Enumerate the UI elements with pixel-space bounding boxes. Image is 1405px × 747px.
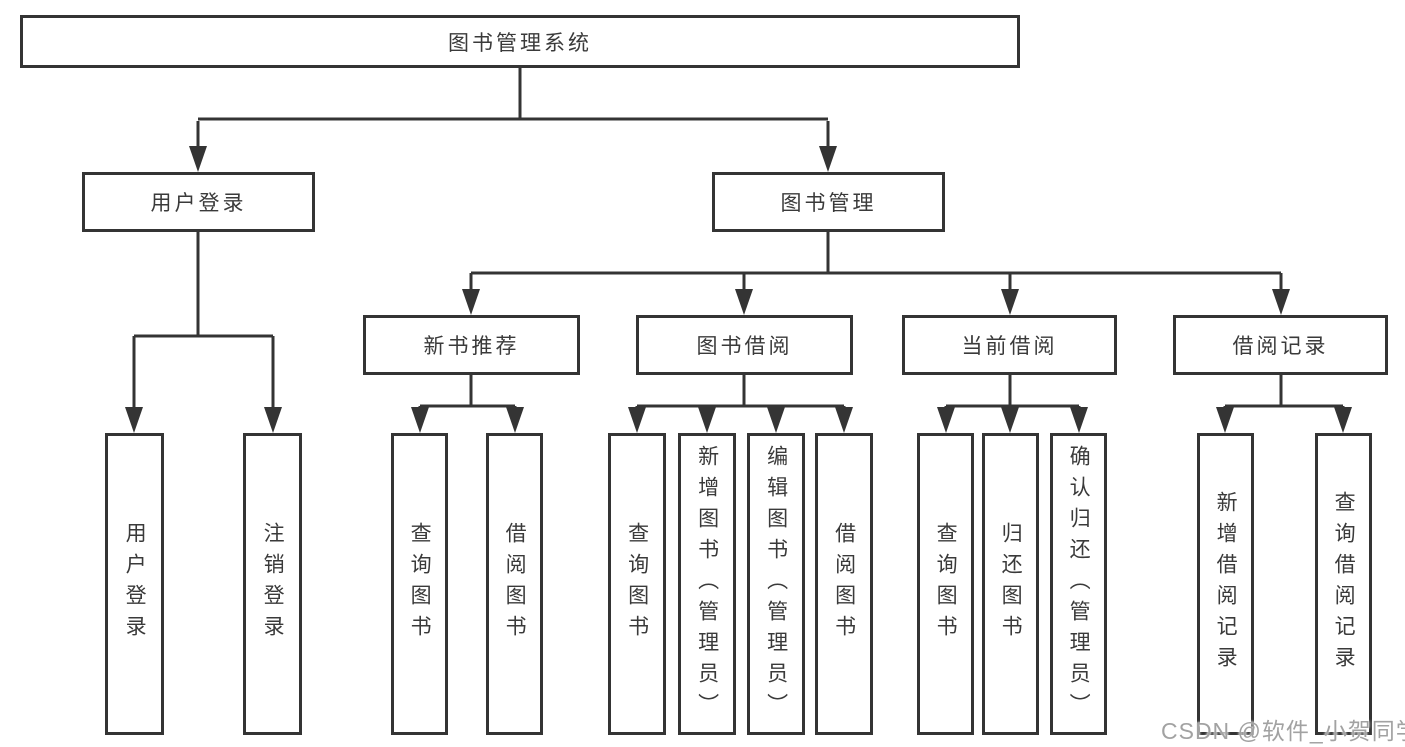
arrowhead	[628, 407, 646, 433]
arrowhead	[937, 407, 955, 433]
leaf-edit-books-admin: 编辑图书（管理员）	[747, 433, 805, 735]
connector-current-borrow-to-leaves	[944, 375, 1081, 412]
arrowhead	[411, 407, 429, 433]
connector-borrow-record-to-leaves	[1223, 375, 1345, 412]
leaf-add-borrow-record: 新增借阅记录	[1197, 433, 1254, 735]
node-book-borrowing: 图书借阅	[636, 315, 853, 375]
leaf-confirm-return-admin: 确认归还（管理员）	[1050, 433, 1107, 735]
arrowhead	[767, 407, 785, 433]
node-label: 编辑图书（管理员）	[764, 444, 788, 724]
csdn-watermark: CSDN @软件_小贺同学	[1161, 718, 1405, 744]
arrowhead	[1334, 407, 1352, 433]
arrowhead	[1272, 289, 1290, 315]
node-label: 当前借阅	[961, 335, 1058, 358]
arrowheads	[125, 146, 1352, 433]
node-label: 借阅图书	[832, 522, 856, 646]
arrowhead	[819, 146, 837, 172]
arrowhead	[1216, 407, 1234, 433]
leaf-add-books-admin: 新增图书（管理员）	[678, 433, 736, 735]
arrowhead	[1001, 407, 1019, 433]
node-label: 图书借阅	[696, 335, 793, 358]
connector-book-mgmt-to-level3	[469, 232, 1283, 294]
node-label: 图书管理	[780, 192, 877, 215]
node-label: 查询图书	[408, 522, 432, 646]
arrowhead	[462, 289, 480, 315]
leaf-user-login: 用户登录	[105, 433, 164, 735]
node-label: 查询借阅记录	[1332, 491, 1356, 677]
node-library-management-system: 图书管理系统	[20, 15, 1020, 68]
node-label: 查询图书	[625, 522, 649, 646]
arrowhead	[189, 146, 207, 172]
arrowhead	[125, 407, 143, 433]
leaf-logout: 注销登录	[243, 433, 302, 735]
leaf-return-books: 归还图书	[982, 433, 1039, 735]
node-label: 用户登录	[123, 522, 147, 646]
node-current-borrowing: 当前借阅	[902, 315, 1117, 375]
connector-user-login-to-leaves	[132, 232, 275, 412]
leaf-query-books-borrow: 查询图书	[608, 433, 666, 735]
arrowhead	[1001, 289, 1019, 315]
leaf-query-borrow-record: 查询借阅记录	[1315, 433, 1372, 735]
node-label: 图书管理系统	[448, 31, 592, 55]
node-label: 查询图书	[934, 522, 958, 646]
arrowhead	[698, 407, 716, 433]
arrowhead	[1070, 407, 1088, 433]
node-label: 注销登录	[261, 522, 285, 646]
node-user-login: 用户登录	[82, 172, 315, 232]
leaf-query-books-recommend: 查询图书	[391, 433, 448, 735]
arrowhead	[264, 407, 282, 433]
arrowhead	[735, 289, 753, 315]
arrowhead	[506, 407, 524, 433]
node-label: 新增借阅记录	[1214, 491, 1238, 677]
node-borrowing-records: 借阅记录	[1173, 315, 1388, 375]
leaf-query-books-current: 查询图书	[917, 433, 974, 735]
connector-root-to-level2	[196, 68, 830, 150]
node-label: 归还图书	[999, 522, 1023, 646]
node-new-book-recommendation: 新书推荐	[363, 315, 580, 375]
arrowhead	[835, 407, 853, 433]
node-book-management: 图书管理	[712, 172, 945, 232]
node-label: 新增图书（管理员）	[695, 444, 719, 724]
leaf-borrow-books: 借阅图书	[815, 433, 873, 735]
node-label: 新书推荐	[423, 335, 520, 358]
node-label: 确认归还（管理员）	[1067, 444, 1091, 724]
node-label: 用户登录	[150, 192, 247, 215]
node-label: 借阅记录	[1232, 335, 1329, 358]
connector-book-borrow-to-leaves	[635, 375, 846, 412]
node-label: 借阅图书	[503, 522, 527, 646]
connector-new-book-to-leaves	[418, 375, 517, 412]
leaf-borrow-books-recommend: 借阅图书	[486, 433, 543, 735]
